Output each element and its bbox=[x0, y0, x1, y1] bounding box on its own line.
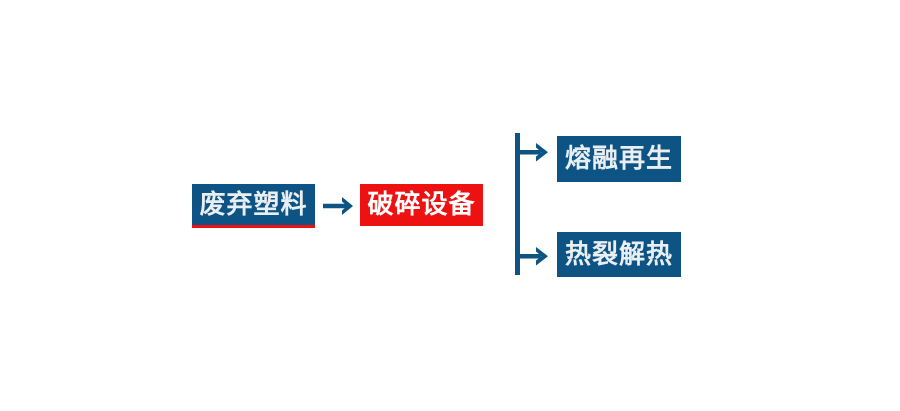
node-crushing-equipment-label: 破碎设备 bbox=[367, 190, 476, 220]
node-melt-regeneration[interactable]: 熔融再生 bbox=[557, 136, 681, 182]
node-waste-plastic-label: 废弃塑料 bbox=[199, 189, 308, 220]
arrow-waste-to-crusher-icon bbox=[322, 192, 356, 220]
node-pyrolysis-heat[interactable]: 热裂解热 bbox=[557, 232, 681, 277]
node-melt-regeneration-label: 熔融再生 bbox=[564, 144, 673, 174]
node-waste-plastic-accent-underline bbox=[192, 225, 315, 228]
node-crushing-equipment[interactable]: 破碎设备 bbox=[360, 184, 483, 226]
node-waste-plastic[interactable]: 废弃塑料 bbox=[192, 184, 315, 225]
branch-connector bbox=[512, 128, 562, 284]
node-pyrolysis-heat-label: 热裂解热 bbox=[564, 239, 673, 270]
